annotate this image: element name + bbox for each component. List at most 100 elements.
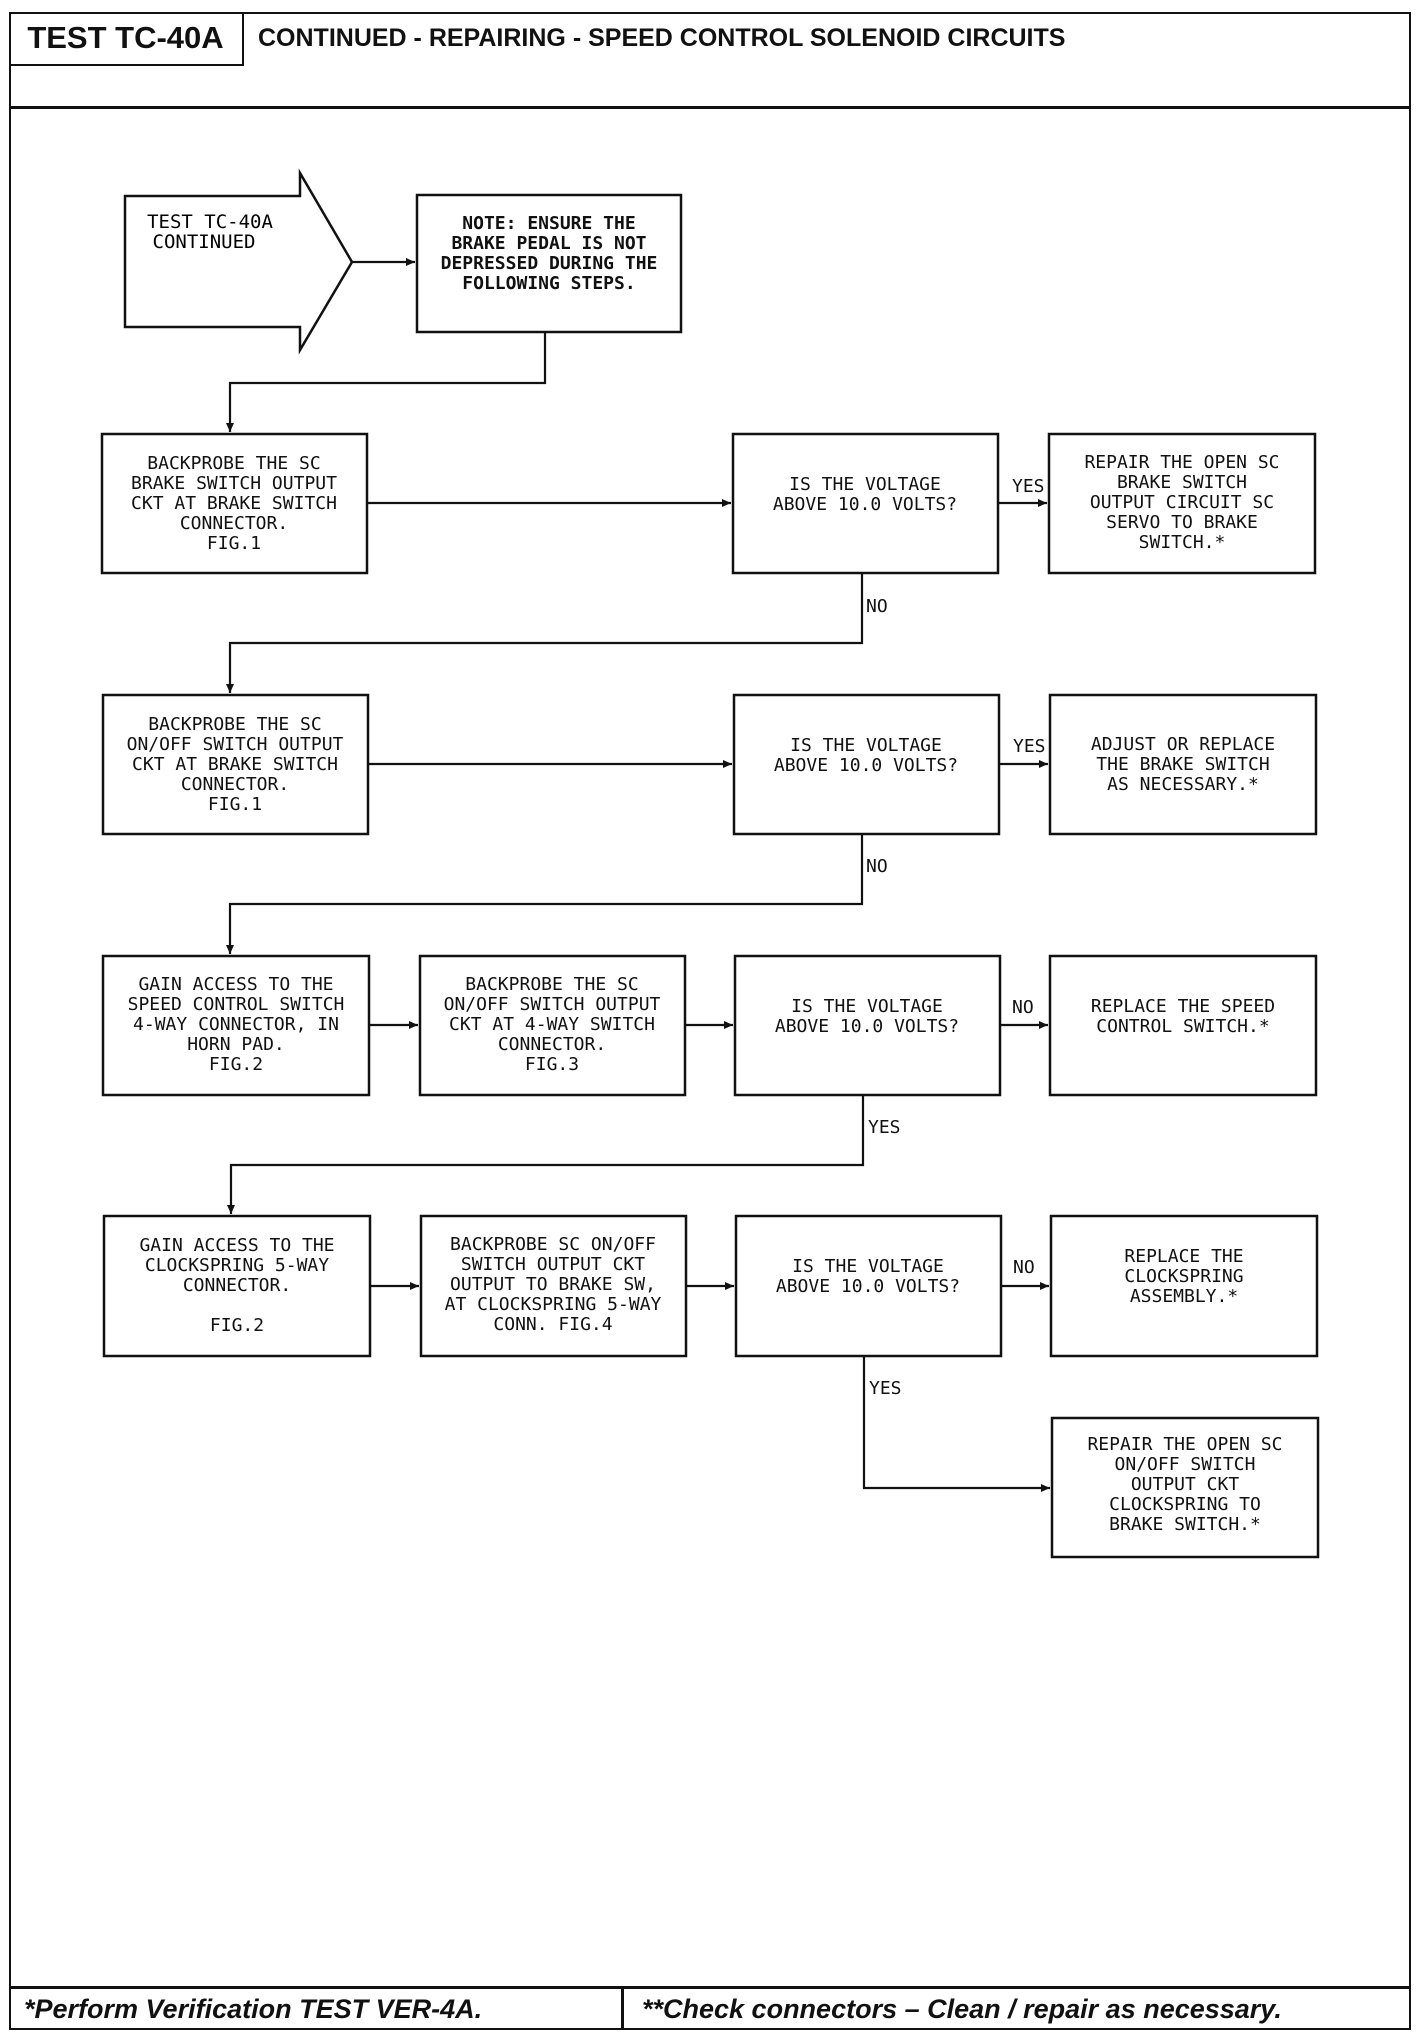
step4a-line-1: GAIN ACCESS TO THE — [139, 1235, 334, 1256]
step3a-line-4: HORN PAD. — [187, 1034, 285, 1055]
step3b-line-2: ON/OFF SWITCH OUTPUT — [444, 994, 661, 1015]
connector-note-step1 — [226, 332, 547, 432]
result5-box — [1050, 1416, 1320, 1559]
note-line-4: FOLLOWING STEPS. — [462, 273, 635, 294]
r5-line-3: OUTPUT CKT — [1131, 1474, 1240, 1495]
result3-box — [1048, 954, 1318, 1097]
question3-text: IS THE VOLTAGE ABOVE 10.0 VOLTS? — [775, 996, 959, 1037]
label-q1-yes: YES — [1012, 476, 1045, 497]
note-line-1: NOTE: ENSURE THE — [462, 213, 635, 234]
note-line-3: DEPRESSED DURING THE — [441, 253, 658, 274]
r2-line-2: THE BRAKE SWITCH — [1096, 754, 1269, 775]
question2-text: IS THE VOLTAGE ABOVE 10.0 VOLTS? — [774, 735, 958, 776]
question4-text: IS THE VOLTAGE ABOVE 10.0 VOLTS? — [776, 1256, 960, 1297]
step2-line-1: BACKPROBE THE SC — [148, 714, 321, 735]
step1-line-4: CONNECTOR. — [180, 513, 288, 534]
step1-line-3: CKT AT BRAKE SWITCH — [131, 493, 337, 514]
r1-line-5: SWITCH.* — [1139, 532, 1226, 553]
note-box — [415, 193, 683, 334]
step3a-text: GAIN ACCESS TO THE SPEED CONTROL SWITCH … — [128, 974, 345, 1075]
footer-divider-vertical — [621, 1986, 624, 2030]
step4b-line-3: OUTPUT TO BRAKE SW, — [450, 1274, 656, 1295]
step4a-text: GAIN ACCESS TO THE CLOCKSPRING 5-WAY CON… — [139, 1235, 334, 1336]
result2-box — [1048, 693, 1318, 836]
step3b-line-4: CONNECTOR. — [498, 1034, 606, 1055]
step1-text: BACKPROBE THE SC BRAKE SWITCH OUTPUT CKT… — [131, 453, 337, 554]
result4-box — [1049, 1214, 1319, 1358]
r4-line-2: CLOCKSPRING — [1124, 1266, 1243, 1287]
step4b-line-5: CONN. FIG.4 — [493, 1314, 612, 1335]
result1-box — [1047, 432, 1317, 575]
step3b-line-3: CKT AT 4-WAY SWITCH — [449, 1014, 655, 1035]
footer-connector-note: **Check connectors – Clean / repair as n… — [642, 1993, 1282, 2024]
label-q4-yes: YES — [869, 1378, 902, 1399]
label-q2-no: NO — [866, 856, 888, 877]
label-q2-yes: YES — [1013, 736, 1046, 757]
r5-line-5: BRAKE SWITCH.* — [1109, 1514, 1261, 1535]
q1-line-2: ABOVE 10.0 VOLTS? — [773, 494, 957, 515]
step1-line-1: BACKPROBE THE SC — [147, 453, 320, 474]
r1-line-4: SERVO TO BRAKE — [1106, 512, 1258, 533]
r1-line-3: OUTPUT CIRCUIT SC — [1090, 492, 1274, 513]
start-text: TEST TC-40A CONTINUED — [147, 211, 273, 253]
header-divider — [9, 106, 1411, 109]
decision-labels: YES NO YES NO NO YES NO YES — [866, 476, 1046, 1399]
start-line-2: CONTINUED — [153, 231, 256, 253]
label-q4-no: NO — [1013, 1257, 1035, 1278]
q1-line-1: IS THE VOLTAGE — [789, 474, 941, 495]
r1-line-2: BRAKE SWITCH — [1117, 472, 1247, 493]
step2-line-2: ON/OFF SWITCH OUTPUT — [127, 734, 344, 755]
footer-divider-horizontal — [9, 1986, 1411, 1989]
r3-line-1: REPLACE THE SPEED — [1091, 996, 1275, 1017]
result1-text: REPAIR THE OPEN SC BRAKE SWITCH OUTPUT C… — [1084, 452, 1279, 553]
result4-text: REPLACE THE CLOCKSPRING ASSEMBLY.* — [1124, 1246, 1243, 1307]
step3b-line-5: FIG.3 — [525, 1054, 579, 1075]
connector-q3-step4a — [227, 1095, 865, 1214]
result5-text: REPAIR THE OPEN SC ON/OFF SWITCH OUTPUT … — [1087, 1434, 1282, 1535]
q2-line-2: ABOVE 10.0 VOLTS? — [774, 755, 958, 776]
q3-line-1: IS THE VOLTAGE — [791, 996, 943, 1017]
box-texts: NOTE: ENSURE THE BRAKE PEDAL IS NOT DEPR… — [127, 213, 1283, 1535]
step2-text: BACKPROBE THE SC ON/OFF SWITCH OUTPUT CK… — [127, 714, 344, 815]
r2-line-3: AS NECESSARY.* — [1107, 774, 1259, 795]
test-id-box: TEST TC-40A — [9, 12, 244, 66]
footer-verification-note: *Perform Verification TEST VER-4A. — [24, 1993, 483, 2024]
step4b-line-1: BACKPROBE SC ON/OFF — [450, 1234, 656, 1255]
step3a-line-2: SPEED CONTROL SWITCH — [128, 994, 345, 1015]
r4-line-3: ASSEMBLY.* — [1130, 1286, 1238, 1307]
start-arrow-shape — [123, 168, 354, 355]
start-line-1: TEST TC-40A — [147, 211, 273, 233]
note-text: NOTE: ENSURE THE BRAKE PEDAL IS NOT DEPR… — [441, 213, 658, 294]
step4a-line-5: FIG.2 — [210, 1315, 264, 1336]
q3-line-2: ABOVE 10.0 VOLTS? — [775, 1016, 959, 1037]
r4-line-1: REPLACE THE — [1124, 1246, 1243, 1267]
step2-line-4: CONNECTOR. — [181, 774, 289, 795]
question1-text: IS THE VOLTAGE ABOVE 10.0 VOLTS? — [773, 474, 957, 515]
note-line-2: BRAKE PEDAL IS NOT — [451, 233, 646, 254]
r5-line-1: REPAIR THE OPEN SC — [1087, 1434, 1282, 1455]
step3a-line-5: FIG.2 — [209, 1054, 263, 1075]
step3a-line-1: GAIN ACCESS TO THE — [138, 974, 333, 995]
step3b-text: BACKPROBE THE SC ON/OFF SWITCH OUTPUT CK… — [444, 974, 661, 1075]
connector-lines — [226, 258, 1050, 1492]
r3-line-2: CONTROL SWITCH.* — [1096, 1016, 1269, 1037]
connector-q2-step3a — [226, 834, 864, 954]
q4-line-2: ABOVE 10.0 VOLTS? — [776, 1276, 960, 1297]
page-border — [9, 12, 1411, 2030]
step4a-line-3: CONNECTOR. — [183, 1275, 291, 1296]
step4b-line-2: SWITCH OUTPUT CKT — [461, 1254, 645, 1275]
label-q3-yes: YES — [868, 1117, 901, 1138]
step4b-text: BACKPROBE SC ON/OFF SWITCH OUTPUT CKT OU… — [445, 1234, 662, 1335]
page-title: CONTINUED - REPAIRING - SPEED CONTROL SO… — [258, 23, 1066, 52]
step2-line-3: CKT AT BRAKE SWITCH — [132, 754, 338, 775]
q4-line-1: IS THE VOLTAGE — [792, 1256, 944, 1277]
r5-line-2: ON/OFF SWITCH — [1115, 1454, 1256, 1475]
result2-text: ADJUST OR REPLACE THE BRAKE SWITCH AS NE… — [1091, 734, 1275, 795]
r5-line-4: CLOCKSPRING TO — [1109, 1494, 1261, 1515]
q2-line-1: IS THE VOLTAGE — [790, 735, 942, 756]
result3-text: REPLACE THE SPEED CONTROL SWITCH.* — [1091, 996, 1275, 1037]
label-q3-no: NO — [1012, 997, 1034, 1018]
step3b-line-1: BACKPROBE THE SC — [465, 974, 638, 995]
